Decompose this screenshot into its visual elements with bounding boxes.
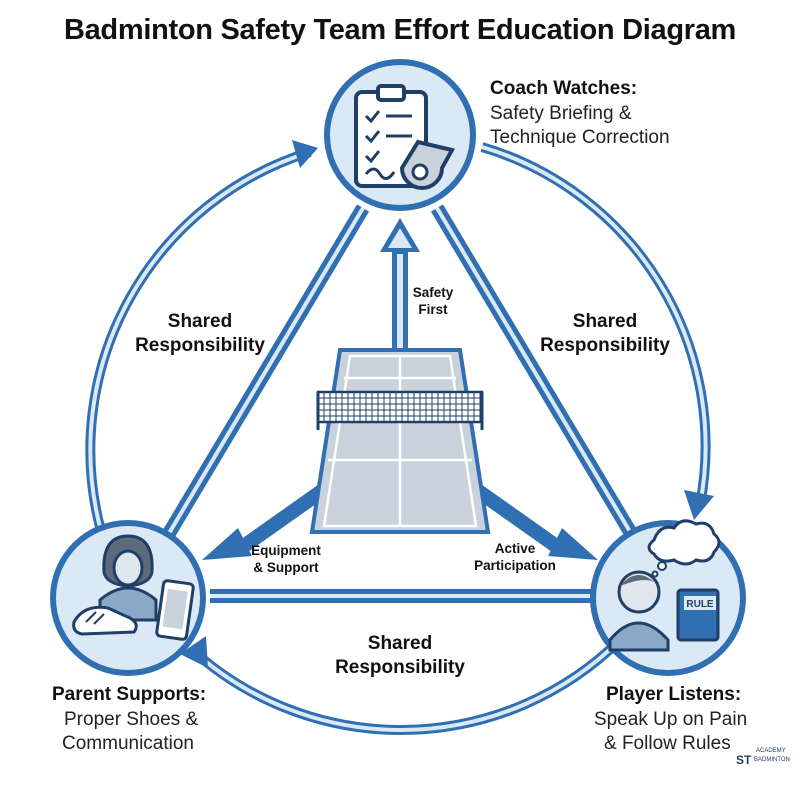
arrow-left-line2: & Support <box>253 560 319 575</box>
edge-left-line1: Shared <box>167 311 233 332</box>
arrow-left-head <box>202 528 252 560</box>
arrow-up-line1: Safety <box>412 285 454 300</box>
arrowhead-to-parent <box>180 636 208 668</box>
center-arrows <box>202 218 598 560</box>
parent-line1: Proper Shoes & <box>64 709 199 730</box>
edge-left-line2: Responsibility <box>135 335 265 356</box>
edge-label-left: Shared Responsibility <box>120 310 280 358</box>
player-rulebook-icon <box>608 519 721 652</box>
arrow-right-line2: Participation <box>474 558 556 573</box>
player-line1: Speak Up on Pain <box>594 709 748 730</box>
page-title: Badminton Safety Team Effort Education D… <box>63 14 737 46</box>
arrow-right-line1: Active <box>494 541 536 556</box>
edge-label-right: Shared Responsibility <box>525 310 685 358</box>
logo-line2: BADMINTON <box>754 757 790 763</box>
coach-heading: Coach Watches: <box>490 78 638 99</box>
arrow-right-head <box>548 528 598 560</box>
logo-line1: ACADEMY <box>756 748 786 754</box>
edge-right-line2: Responsibility <box>540 335 670 356</box>
arrow-left-label: Equipment & Support <box>236 542 336 576</box>
edge-bottom-line2: Responsibility <box>335 657 465 678</box>
parent-heading: Parent Supports: <box>52 684 207 705</box>
parent-line2: Communication <box>62 733 194 754</box>
cycle-arrowheads <box>180 140 714 668</box>
arrowhead-to-player <box>684 490 714 520</box>
arrow-right-body <box>470 482 560 552</box>
logo-mark: ST <box>736 753 752 767</box>
badminton-court <box>309 348 491 534</box>
arc-parent-to-coach-inner <box>88 150 311 528</box>
arc-coach-to-player-inner <box>481 145 708 506</box>
edge-bottom-line1: Shared <box>367 633 433 654</box>
parent-shoe-phone-icon <box>72 534 195 641</box>
edge-right-line1: Shared <box>572 311 638 332</box>
clipboard-whistle-icon <box>354 84 456 190</box>
coach-line2: Technique Correction <box>490 127 670 148</box>
arc-player-to-parent-inner <box>188 638 622 732</box>
player-heading: Player Listens: <box>606 684 742 705</box>
academy-logo: ACADEMY ST BADMINTON <box>736 748 796 774</box>
court-net <box>316 390 484 424</box>
arrow-up-line2: First <box>418 302 448 317</box>
arrow-left-line1: Equipment <box>251 543 321 558</box>
triangle-edges <box>161 204 639 603</box>
arrow-left-body <box>240 482 330 552</box>
rulebook-label: RULE <box>686 599 714 610</box>
arrow-up-label: Safety First <box>398 284 468 318</box>
arrow-right-label: Active Participation <box>460 540 570 574</box>
player-node: RULE <box>590 519 746 676</box>
edge-label-bottom: Shared Responsibility <box>320 632 480 680</box>
cycle-arcs <box>85 142 711 735</box>
arrowhead-to-coach <box>292 140 318 168</box>
coach-node <box>324 59 476 211</box>
coach-line1: Safety Briefing & <box>490 103 632 124</box>
player-line2: & Follow Rules <box>604 733 731 754</box>
parent-node <box>50 520 206 676</box>
